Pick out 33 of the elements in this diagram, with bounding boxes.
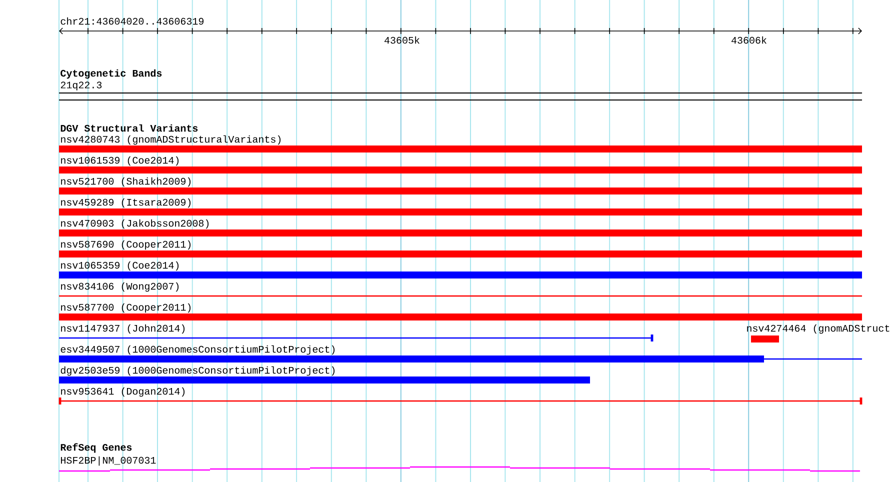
tick-label: 43606k	[732, 36, 766, 44]
variant-feature: dgv2503e59 (1000GenomesConsortiumPilotProject)	[59, 366, 590, 384]
node-label: nsv1061539 (Coe2014)	[61, 156, 179, 166]
variant-feature: esv3449507 (1000GenomesConsortiumPilotProject)	[59, 345, 862, 362]
variant-feature: nsv834106 (Wong2007)	[59, 282, 862, 297]
variant-feature: nsv470903 (Jakobsson2008)	[59, 219, 862, 236]
node-label: nsv1065359 (Coe2014)	[61, 261, 179, 271]
node-label: nsv470903 (Jakobsson2008)	[61, 219, 209, 229]
variant-feature: nsv1061539 (Coe2014)	[59, 156, 862, 174]
node-label: nsv1147937 (John2014)	[61, 324, 185, 334]
node-label: nsv587700 (Cooper2011)	[61, 303, 191, 313]
variant-feature: nsv459289 (Itsara2009)	[59, 198, 862, 216]
track-title: DGV Structural Variants	[60, 124, 198, 132]
variant-feature: nsv4280743 (gnomADStructuralVariants)	[59, 135, 862, 152]
tick-label: 43605k	[384, 36, 420, 44]
locus-label: chr21:43604020..43606319	[60, 17, 204, 25]
variant-feature: nsv953641 (Dogan2014)	[58, 387, 862, 404]
cytoband: 21q22.3	[58, 82, 862, 100]
node-label: esv3449507 (1000GenomesConsortiumPilotProject)	[60, 345, 335, 355]
gene-feature: HSF2BP|NM_007031	[59, 456, 860, 472]
variant-feature: nsv1147937 (John2014)	[59, 324, 654, 342]
variant-feature: nsv1065359 (Coe2014)	[59, 261, 862, 278]
node-label: nsv521700 (Shaikh2009)	[61, 177, 191, 187]
variant-feature: nsv587690 (Cooper2011)	[59, 240, 862, 258]
node-label: nsv4280743 (gnomADStructuralVariants)	[61, 135, 281, 145]
variant-feature: nsv521700 (Shaikh2009)	[59, 177, 862, 194]
variant-feature: nsv4274464 (gnomADStruct	[747, 324, 890, 342]
node-label: dgv2503e59 (1000GenomesConsortiumPilotProject)	[60, 366, 335, 376]
node-label: nsv953641 (Dogan2014)	[61, 387, 185, 397]
node-label: nsv459289 (Itsara2009)	[61, 198, 191, 208]
node-label: nsv587690 (Cooper2011)	[61, 240, 191, 250]
variant-feature: nsv587700 (Cooper2011)	[59, 303, 862, 320]
node-label: nsv4274464 (gnomADStruct	[747, 324, 890, 334]
